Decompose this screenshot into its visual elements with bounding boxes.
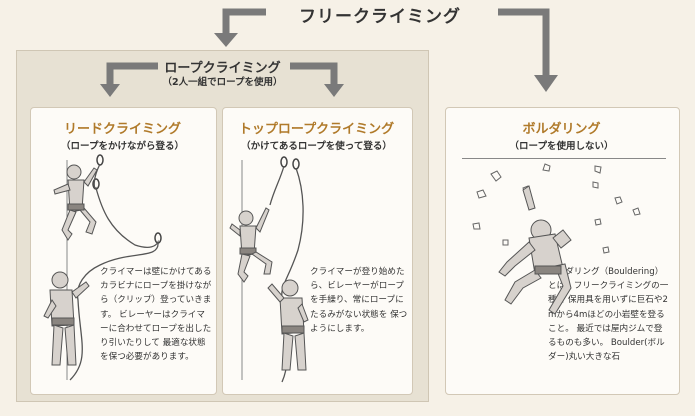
lead-climber-figure [53,164,98,241]
toprope-climbing-illustration [229,156,309,383]
arrow-to-bouldering [498,8,550,78]
arrowhead-rope-climbing [214,33,238,47]
bouldering-divider [462,158,666,159]
bouldering-title: ボルダリング [522,122,601,137]
rope-climbing-subtitle: （2人一組でロープを使用） [162,77,283,88]
rope-climbing-title: ロープクライミング [164,61,281,76]
lead-belayer-figure [43,271,90,366]
toprope-climbing-description: クライマーが登り始めたら、ビレーヤーがロープを手繰り、常にロープにたるみがない状… [310,267,408,334]
bouldering-subtitle: （ロープを使用しない） [509,141,614,152]
arrowhead-bouldering [534,75,558,92]
carabiner-icon [96,154,104,166]
toprope-climber-figure [229,207,273,283]
rope [69,163,159,381]
bouldering-card [445,107,680,395]
toprope-belayer-figure [267,279,309,371]
main-title: フリークライミング [299,7,461,27]
anchor-carabiner-icon [280,156,288,168]
boulderer-figure [498,185,572,315]
lead-climbing-description: クライマーは壁にかけてあるカラビナにロープを掛けながら（クリップ）登っていきます… [100,267,212,363]
anchor-carabiner-icon [292,158,300,170]
lead-climbing-illustration [43,154,162,381]
lead-climbing-subtitle: （ロープをかけながら登る） [61,141,184,152]
climbing-holds [472,163,641,254]
arrow-to-rope-climbing [222,8,266,36]
bouldering-description: ボルダリング（Bouldering）とは、フリークライミングの一種で 保用具を用… [548,267,669,363]
lead-climbing-title: リードクライミング [63,122,181,137]
toprope-climbing-title: トップロープクライミング [238,122,395,137]
bouldering-illustration [472,163,641,315]
toprope-climbing-subtitle: （かけてあるロープを使って登る） [241,141,392,152]
